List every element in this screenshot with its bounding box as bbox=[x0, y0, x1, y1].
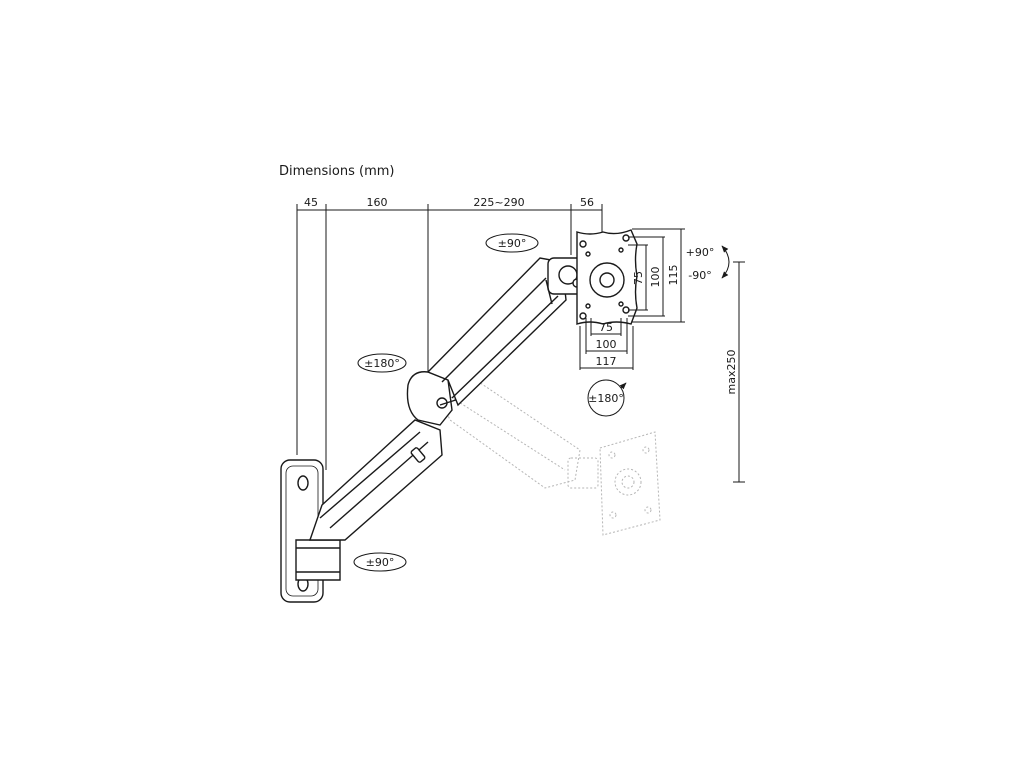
rotation-arrow-plate bbox=[587, 379, 627, 417]
vesa-horizontal-dimensions bbox=[579, 318, 634, 370]
rotation-arrow-elbow bbox=[357, 353, 407, 373]
lower-arm bbox=[309, 419, 443, 541]
label-plate-rotation: ±180° bbox=[588, 392, 624, 405]
tilt-arrow bbox=[721, 245, 730, 279]
label-base-rotation: ±90° bbox=[366, 556, 395, 569]
label-tilt-up: +90° bbox=[686, 246, 715, 259]
upper-arm bbox=[426, 257, 567, 407]
vesa-vertical-dimensions bbox=[628, 228, 685, 323]
max-height-dimension bbox=[733, 261, 745, 483]
label-tilt-down: -90° bbox=[688, 269, 711, 282]
diagram-title: Dimensions (mm) bbox=[279, 164, 395, 179]
elbow-joint bbox=[406, 371, 463, 426]
dim-vesa-75-h: 75 bbox=[632, 271, 645, 285]
dim-vesa-100-w: 100 bbox=[596, 338, 617, 351]
dim-wall-depth: 45 bbox=[304, 196, 318, 209]
dim-vesa-100-h: 100 bbox=[649, 267, 662, 288]
vesa-plate bbox=[576, 229, 638, 325]
dim-vesa-75-w: 75 bbox=[599, 321, 613, 334]
dim-plate-w: 117 bbox=[596, 355, 617, 368]
dim-head: 56 bbox=[580, 196, 594, 209]
rotation-arrow-base bbox=[353, 552, 407, 572]
dim-arm-2: 225~290 bbox=[473, 196, 524, 209]
dim-arm-1: 160 bbox=[367, 196, 388, 209]
label-elbow-rotation: ±180° bbox=[364, 357, 400, 370]
rotation-arrow-head bbox=[485, 233, 539, 253]
dim-max-height: max250 bbox=[725, 350, 738, 395]
dim-plate-h: 115 bbox=[667, 265, 680, 286]
label-head-rotation: ±90° bbox=[498, 237, 527, 250]
top-dimension-lines bbox=[296, 204, 603, 470]
